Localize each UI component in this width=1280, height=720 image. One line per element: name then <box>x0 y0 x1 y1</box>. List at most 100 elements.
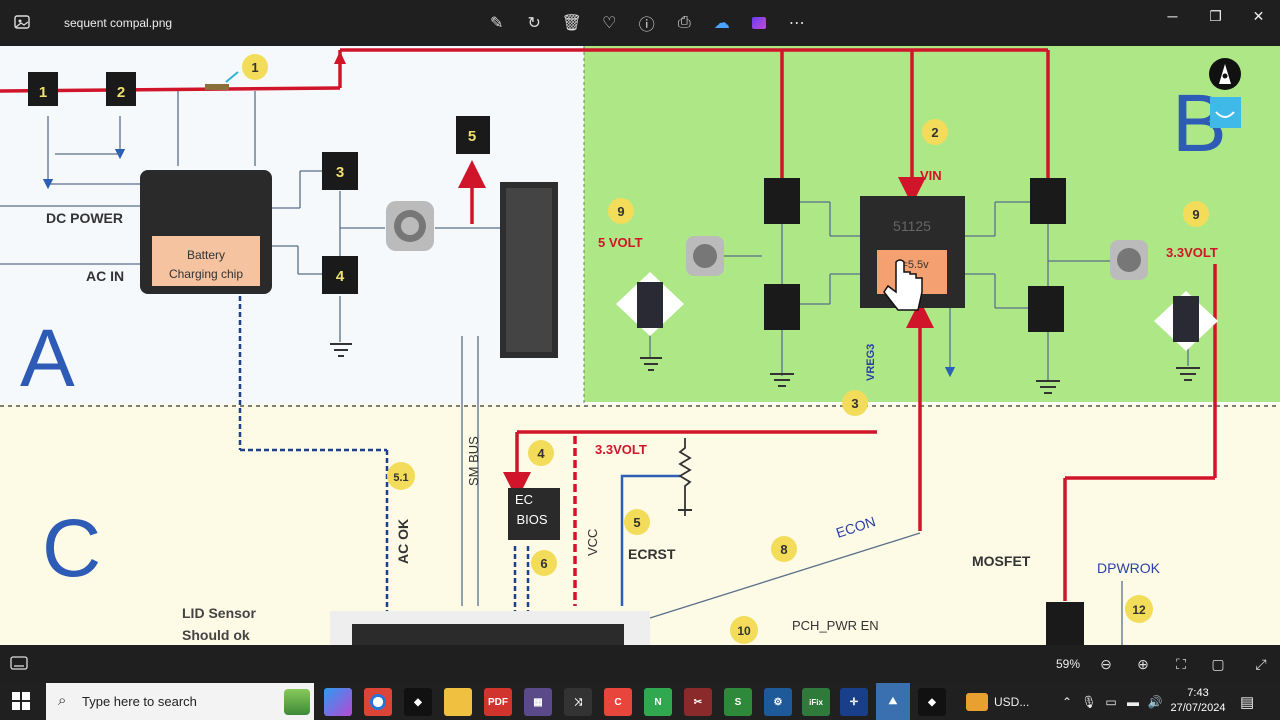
s-app-icon[interactable]: S <box>724 688 752 716</box>
chrome-icon[interactable] <box>364 688 392 716</box>
viewer-status-bar: 59% ⊖ ⊕ ⛶ ▢ ⤢ <box>0 645 1280 683</box>
capcut-icon[interactable]: C <box>604 688 632 716</box>
ifix-prog-icon[interactable]: iFix <box>802 688 830 716</box>
red-power-rails <box>0 48 1217 606</box>
svg-text:4: 4 <box>336 268 345 285</box>
chip-1: 1 <box>28 72 58 106</box>
svg-text:6: 6 <box>540 556 547 571</box>
delete-icon[interactable]: 🗑 <box>561 15 582 32</box>
pen-app-icon-2[interactable]: ◆ <box>918 688 946 716</box>
svg-text:5: 5 <box>633 515 640 530</box>
clipchamp-icon[interactable] <box>741 10 779 36</box>
pointer-mark <box>225 71 239 83</box>
ecrst-line <box>620 474 680 606</box>
svg-text:12: 12 <box>1132 603 1146 617</box>
shuffle-app-icon[interactable]: ⤨ <box>564 688 592 716</box>
mosfet-left-bottom <box>764 284 800 330</box>
pdf-icon[interactable]: PDF <box>484 688 512 716</box>
currency-label: USD... <box>994 694 1030 709</box>
file-explorer-icon[interactable] <box>444 688 472 716</box>
display-icon[interactable]: ▭ <box>1105 694 1117 709</box>
svg-text:3: 3 <box>851 396 858 411</box>
five-volt-label: 5 VOLT <box>598 235 643 250</box>
three-volt-right-label: 3.3VOLT <box>1166 245 1218 260</box>
screen-capture-icon[interactable] <box>1210 97 1241 128</box>
signal-lines <box>0 91 1189 645</box>
dashed-signal-lines <box>238 296 530 611</box>
badge-6: 6 <box>531 550 557 576</box>
more-icon[interactable]: ⋯ <box>788 15 805 32</box>
chip-3: 3 <box>322 152 358 190</box>
ecrst-label: ECRST <box>628 546 676 562</box>
sm-bus-label: SM BUS <box>466 436 481 486</box>
svg-text:EC: EC <box>515 492 533 507</box>
info-icon[interactable]: ⓘ <box>638 17 655 34</box>
system-tray: ⌃ 🎙 ▭ ▬ 🔊 <box>1056 683 1166 720</box>
onedrive-icon[interactable]: ☁ <box>713 15 730 32</box>
maximize-button[interactable]: ❐ <box>1209 7 1222 24</box>
actual-size-icon[interactable]: ▢ <box>1211 655 1225 672</box>
edit-icon[interactable]: ✎ <box>490 15 504 32</box>
dpwrok-label: DPWROK <box>1097 560 1161 576</box>
zoom-in-icon[interactable]: ⊕ <box>1137 655 1149 672</box>
spreadsheet-icon[interactable]: N <box>644 688 672 716</box>
badge-5: 5 <box>624 509 650 535</box>
close-button[interactable]: ✕ <box>1252 7 1265 24</box>
capacitor-right <box>1154 291 1218 351</box>
rail-arrow <box>334 51 346 64</box>
badge-10: 10 <box>730 616 758 644</box>
pen-tool-icon[interactable] <box>1209 58 1241 90</box>
vcc-label: VCC <box>585 529 600 556</box>
zoom-out-icon[interactable]: ⊖ <box>1100 655 1112 672</box>
windows-taskbar: ⌕ Type here to search ◆ PDF ▦ ⤨ C N ✂ S … <box>0 683 1280 720</box>
resistor <box>678 438 692 516</box>
badge-9-right: 9 <box>1183 201 1209 227</box>
minimize-button[interactable]: ─ <box>1167 8 1178 24</box>
inductor-b-left <box>686 236 724 276</box>
filmstrip-icon[interactable] <box>10 656 28 670</box>
windows-start-icon[interactable] <box>12 692 30 710</box>
microphone-icon[interactable]: 🎙 <box>1081 694 1097 709</box>
fit-to-window-icon[interactable]: ⛶ <box>1176 655 1186 672</box>
volume-icon[interactable]: 🔊 <box>1147 694 1163 709</box>
fullscreen-icon[interactable]: ⤢ <box>1255 655 1267 672</box>
section-a-label: A <box>20 313 75 404</box>
image-canvas[interactable]: A B C <box>0 46 1280 645</box>
notifications-icon[interactable]: ▤ <box>1240 693 1255 711</box>
favorite-icon[interactable]: ♡ <box>602 15 617 32</box>
svg-text:51125: 51125 <box>893 218 931 234</box>
inductor-a <box>386 201 434 251</box>
copilot-icon[interactable] <box>324 688 352 716</box>
capacitor-left <box>616 272 684 336</box>
svg-text:1: 1 <box>39 84 47 101</box>
gear-app-icon[interactable]: ⚙ <box>764 688 792 716</box>
inductor-b-right <box>1110 240 1148 280</box>
ac-in-label: AC IN <box>86 268 124 284</box>
taskbar-clock[interactable]: 7:43 27/07/2024 <box>1168 686 1228 716</box>
rotate-icon[interactable]: ↻ <box>527 15 541 32</box>
pch-connector <box>330 611 650 645</box>
currency-widget[interactable]: USD... <box>966 683 1029 720</box>
crosshair-app-icon[interactable]: ✛ <box>840 688 868 716</box>
print-icon[interactable]: ⎙ <box>677 14 691 31</box>
svg-text:2: 2 <box>117 84 125 101</box>
badge-4: 4 <box>528 440 554 466</box>
photos-taskbar-icon[interactable]: ⛰ <box>876 683 910 720</box>
dc-power-label: DC POWER <box>46 210 123 226</box>
region-a <box>0 46 584 404</box>
svg-text:4: 4 <box>537 446 545 461</box>
battery-charging-chip: Battery Charging chip <box>140 170 272 294</box>
zoom-level[interactable]: 59% <box>1056 657 1081 671</box>
search-placeholder: Type here to search <box>82 694 197 709</box>
battery-icon[interactable]: ▬ <box>1127 694 1139 709</box>
pen-app-icon[interactable]: ◆ <box>404 688 432 716</box>
video-editor-icon[interactable]: ▦ <box>524 688 552 716</box>
chevron-up-icon[interactable]: ⌃ <box>1061 694 1073 709</box>
svg-text:9: 9 <box>1192 207 1199 222</box>
svg-text:5.1: 5.1 <box>393 472 408 484</box>
badge-1: 1 <box>242 54 268 80</box>
badge-5-1: 5.1 <box>387 462 415 490</box>
taskbar-search-box[interactable]: ⌕ Type here to search <box>46 683 314 720</box>
tool-app-icon[interactable]: ✂ <box>684 688 712 716</box>
svg-text:9: 9 <box>617 204 624 219</box>
